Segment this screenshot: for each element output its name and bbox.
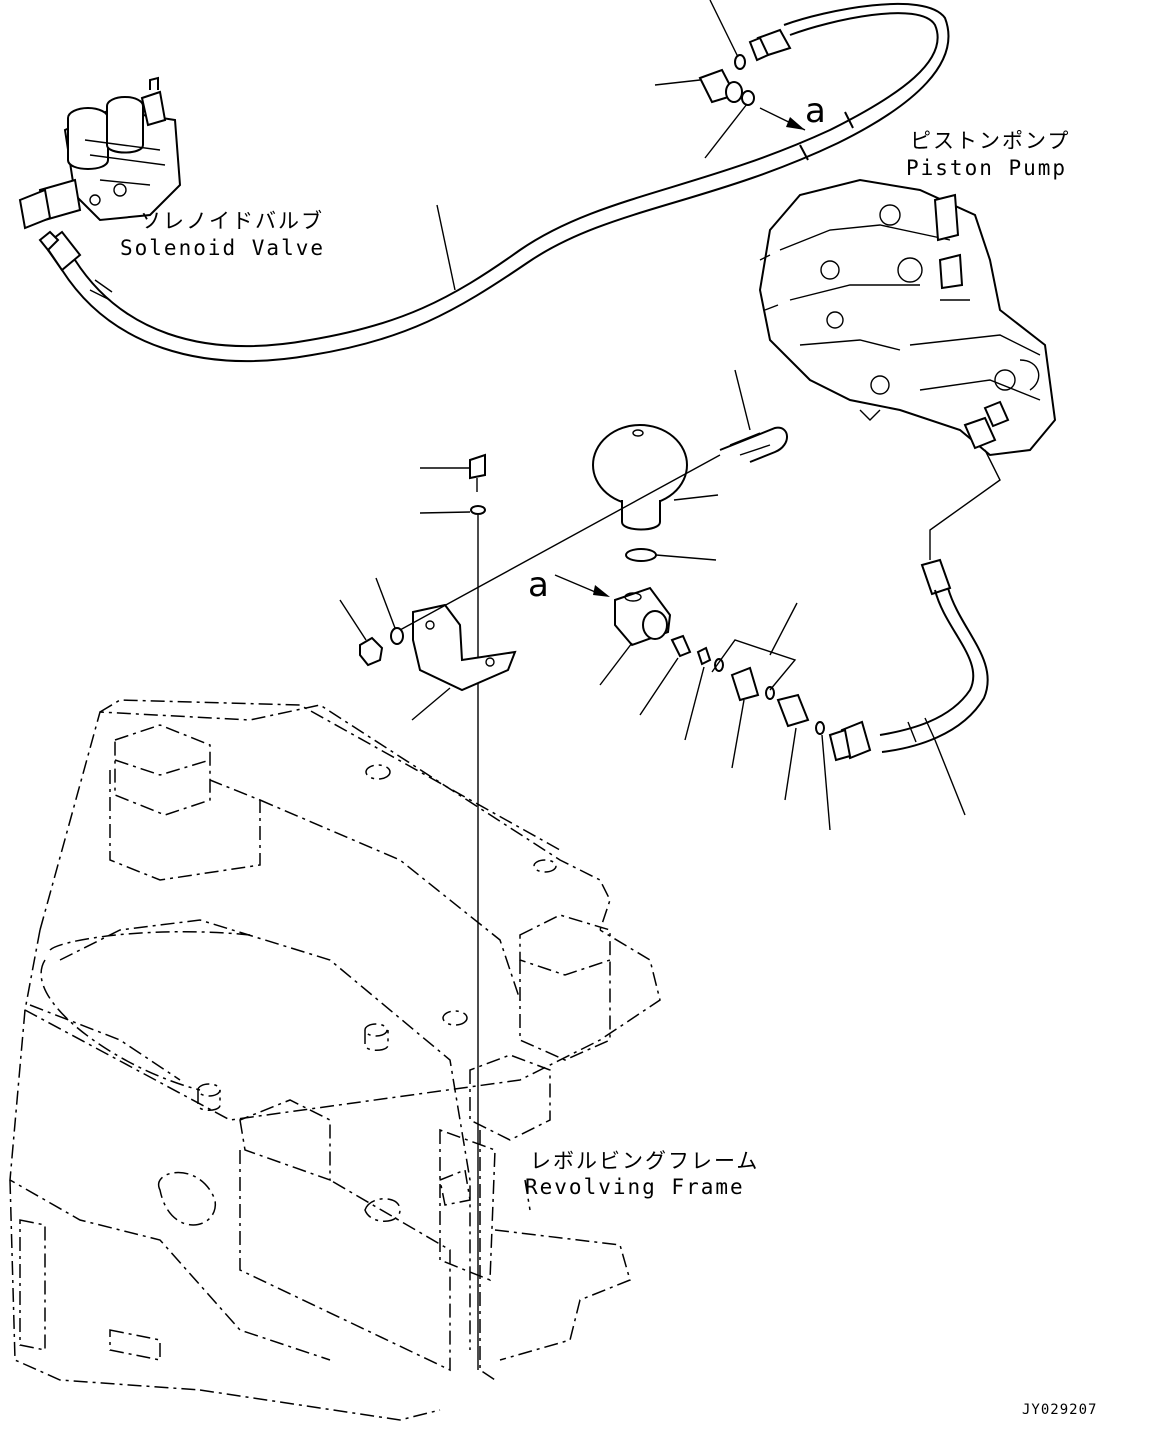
bracket-hardware	[339, 453, 721, 1370]
revolving-frame-label-en: Revolving Frame	[525, 1175, 745, 1199]
view-arrow-label-top: a	[805, 91, 826, 131]
drawing-code: JY029207	[1022, 1402, 1097, 1418]
hose-callout-line	[436, 204, 456, 291]
hose-solenoid-to-pump	[38, 2, 950, 362]
solenoid-valve-label-en: Solenoid Valve	[120, 236, 325, 260]
solenoid-valve	[18, 76, 182, 230]
revolving-frame	[9, 699, 661, 1421]
solenoid-valve-label-jp: ソレノイドバルブ	[140, 209, 324, 233]
accumulator-assembly	[554, 369, 831, 831]
hose-pump-to-accumulator	[828, 449, 1001, 816]
piston-pump-label-jp: ピストンポンプ	[910, 129, 1070, 153]
revolving-frame-label-jp: レボルビングフレーム	[530, 1149, 759, 1173]
view-arrow-label-mid: a	[528, 565, 549, 605]
top-fittings	[654, 0, 806, 159]
piston-pump-label-en: Piston Pump	[906, 156, 1067, 180]
piston-pump	[758, 178, 1057, 457]
